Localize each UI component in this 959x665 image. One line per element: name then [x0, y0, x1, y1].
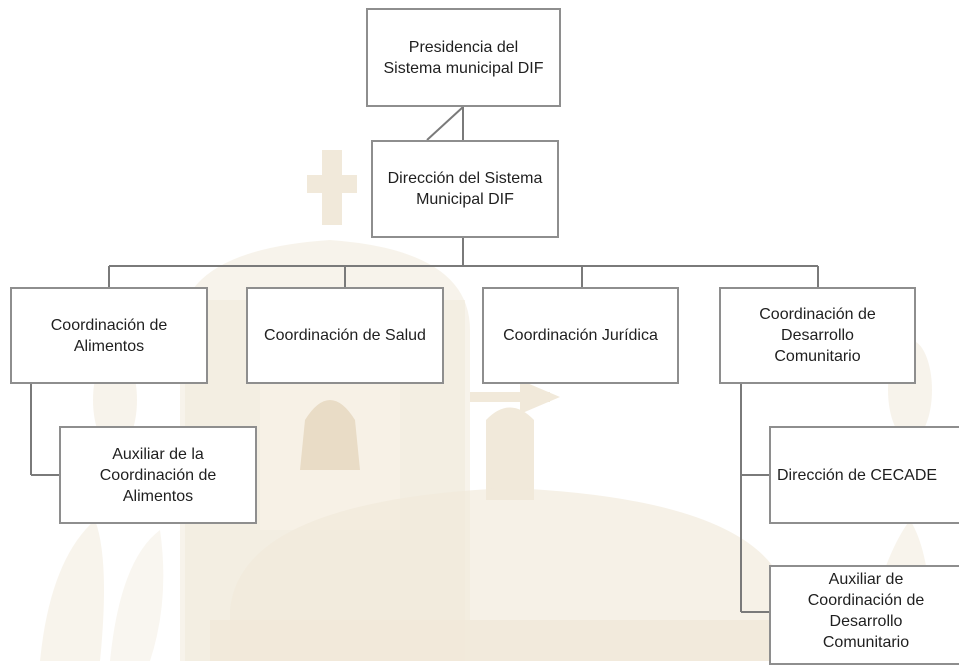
node-auxiliar-desarrollo: Auxiliar de Coordinación de Desarrollo C…: [769, 565, 959, 665]
node-coordinacion-salud: Coordinación de Salud: [246, 287, 444, 384]
node-coordinacion-desarrollo: Coordinación de Desarrollo Comunitario: [719, 287, 916, 384]
node-coordinacion-alimentos-label: Coordinación de Alimentos: [50, 316, 168, 355]
node-coordinacion-juridica: Coordinación Jurídica: [482, 287, 679, 384]
node-coordinacion-salud-label: Coordinación de Salud: [264, 327, 426, 344]
node-auxiliar-desarrollo-label: Auxiliar de Coordinación de Desarrollo C…: [807, 571, 925, 651]
node-direccion-label: Dirección del Sistema Municipal DIF: [387, 170, 543, 208]
node-direccion-cecade-label: Dirección de CECADE: [777, 466, 938, 484]
node-presidencia-label: Presidencia del Sistema municipal DIF: [383, 38, 544, 77]
node-auxiliar-alimentos: Auxiliar de la Coordinación de Alimentos: [59, 426, 257, 524]
node-coordinacion-alimentos: Coordinación de Alimentos: [10, 287, 208, 384]
node-direccion-cecade: Dirección de CECADE: [769, 426, 959, 524]
node-direccion: Dirección del Sistema Municipal DIF: [371, 140, 559, 238]
node-coordinacion-desarrollo-label: Coordinación de Desarrollo Comunitario: [759, 306, 876, 365]
node-coordinacion-juridica-label: Coordinación Jurídica: [503, 327, 658, 344]
node-presidencia: Presidencia del Sistema municipal DIF: [366, 8, 561, 107]
node-auxiliar-alimentos-label: Auxiliar de la Coordinación de Alimentos: [99, 445, 217, 505]
